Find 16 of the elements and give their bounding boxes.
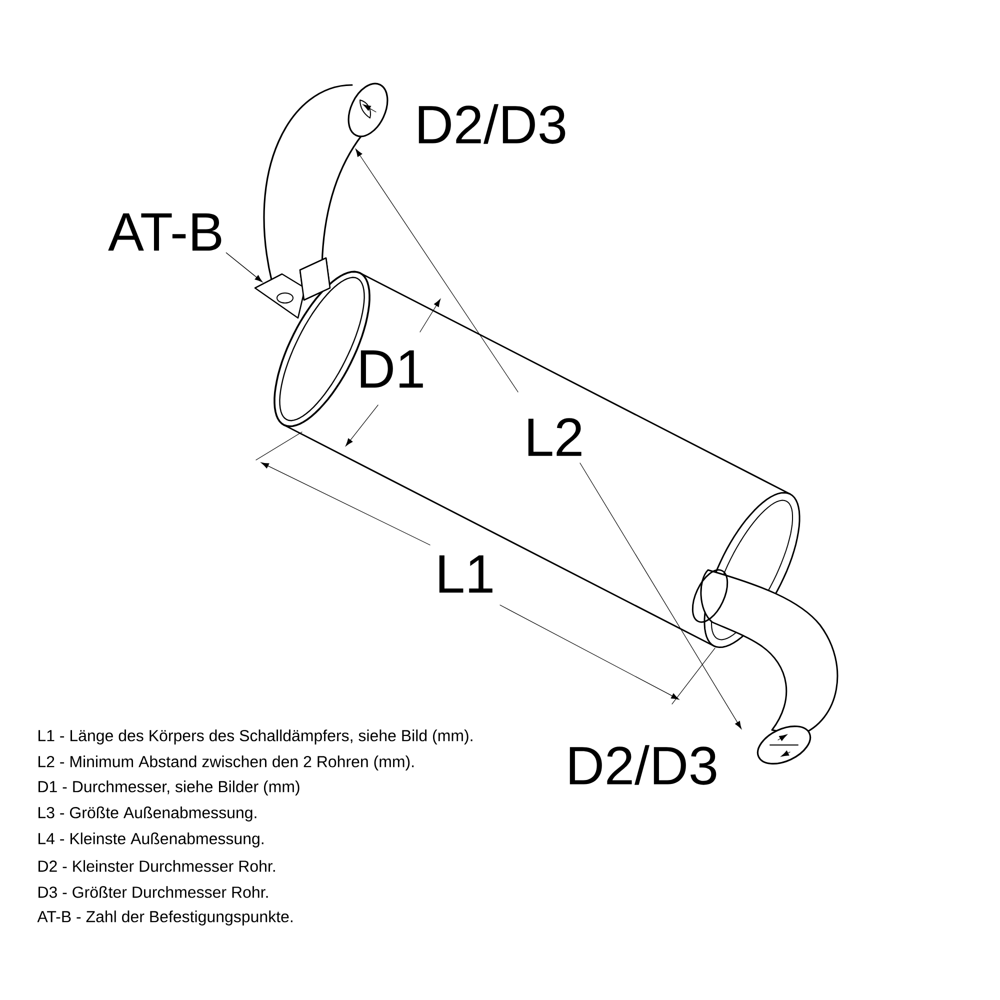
description-text: L1 - Länge des Körpers des Schalldämpfers, siehe Bild (mm). — [38, 730, 472, 744]
description-text: D1 - Durchmesser, siehe Bilder (mm) — [38, 780, 300, 796]
mounting-bracket — [254, 273, 306, 319]
dimension-label: L2 — [528, 418, 582, 456]
leader-line — [226, 252, 263, 282]
description-text: L2 - Minimum Abstand zwischen den 2 Rohren (mm). — [38, 756, 414, 770]
dimension-label: D2/D3 — [570, 745, 716, 785]
description-text: D2 - Kleinster Durchmesser Rohr. — [38, 860, 275, 872]
dimension-label: D1 — [360, 350, 423, 388]
description-text: L3 - Größte Außenabmessung. — [38, 806, 256, 822]
description-text: D3 - Größter Durchmesser Rohr. — [38, 886, 268, 898]
dimension-label: AT-B — [108, 213, 222, 251]
description-text: L4 - Kleinste Außenabmessung. — [38, 832, 264, 848]
dimension-label: D2/D3 — [418, 104, 566, 144]
dimension-label: L1 — [439, 555, 492, 593]
description-text: AT-B - Zahl der Befestigungspunkte. — [37, 910, 292, 926]
